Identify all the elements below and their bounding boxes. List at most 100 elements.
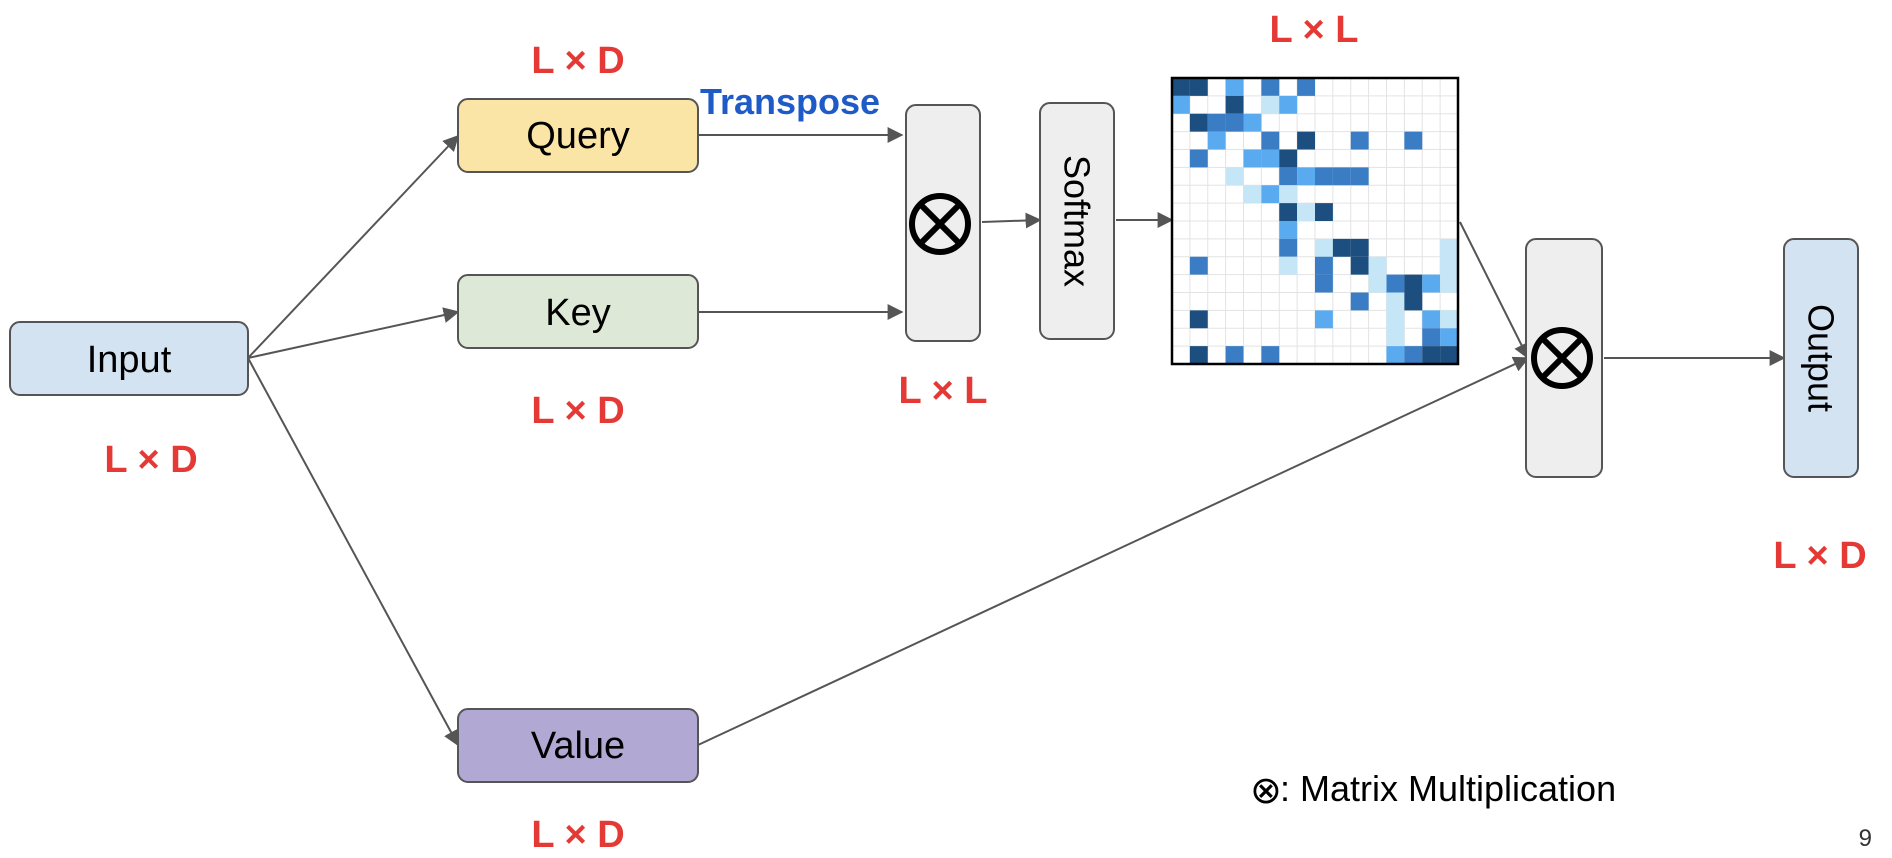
heatmap-cell [1368, 274, 1387, 293]
heatmap-cell [1189, 346, 1208, 364]
heatmap-cell [1189, 78, 1208, 96]
heatmap-cell [1386, 346, 1405, 364]
heatmap-cell [1225, 95, 1244, 114]
heatmap-cell [1261, 346, 1280, 364]
matmul-qk-node [905, 104, 981, 342]
arrow-matmul-to-softmax [981, 212, 1042, 229]
heatmap-cell [1279, 203, 1298, 221]
heatmap-cell [1315, 256, 1333, 275]
heatmap-cell [1315, 203, 1333, 221]
value-dimension: L × D [531, 814, 624, 856]
heatmap-cell [1404, 274, 1423, 293]
heatmap-cell [1243, 149, 1262, 168]
heatmap-cell [1440, 346, 1458, 364]
heatmap-cell [1332, 167, 1351, 186]
input-node: Input [9, 321, 249, 396]
key-dimension: L × D [531, 390, 624, 432]
heatmap-cell [1315, 238, 1333, 257]
input-label: Input [87, 339, 172, 381]
page-number: 9 [1859, 825, 1872, 852]
key-node: Key [457, 274, 699, 349]
heatmap-cell [1350, 131, 1369, 150]
heatmap-cell [1350, 238, 1369, 257]
matmul-qk-dimension: L × L [898, 370, 987, 412]
matrix-multiply-icon [909, 193, 971, 255]
value-label: Value [531, 725, 625, 767]
heatmap-cell [1279, 238, 1298, 257]
heatmap-cell [1386, 328, 1405, 347]
heatmap-cell [1422, 310, 1441, 329]
heatmap-cell [1440, 256, 1458, 275]
output-node: Output [1783, 238, 1859, 478]
heatmap-cell [1332, 238, 1351, 257]
heatmap-cell [1261, 131, 1280, 150]
heatmap-cell [1225, 113, 1244, 132]
heatmap-cell [1315, 310, 1333, 329]
heatmap-cell [1225, 78, 1244, 96]
heatmap-cell [1315, 274, 1333, 293]
heatmap-cell [1172, 78, 1190, 96]
heatmap-cell [1440, 274, 1458, 293]
heatmap-cell [1261, 78, 1280, 96]
heatmap-cell [1261, 185, 1280, 204]
heatmap-cell [1422, 346, 1441, 364]
heatmap-cell [1207, 131, 1226, 150]
query-node: Query [457, 98, 699, 173]
value-box [457, 708, 699, 783]
softmax-label: Softmax [1057, 155, 1098, 287]
transpose-label: Transpose [700, 81, 880, 122]
output-dimension: L × D [1773, 535, 1866, 577]
heatmap-cell [1422, 328, 1441, 347]
softmax-box [1039, 102, 1115, 340]
heatmap-cell [1350, 167, 1369, 186]
arrow-map-to-matmul2 [1459, 221, 1529, 360]
value-node: Value [457, 708, 699, 783]
arrow-input-to-value [247, 357, 459, 747]
query-dimension: L × D [531, 40, 624, 82]
heatmap-cell [1189, 113, 1208, 132]
matmul-av-node [1525, 238, 1603, 478]
heatmap-cell [1297, 78, 1315, 96]
legend-symbol: ⊗ [1250, 770, 1282, 812]
input-dimension: L × D [104, 439, 197, 481]
heatmap-cell [1279, 167, 1298, 186]
heatmap-cell [1189, 256, 1208, 275]
legend-text: : Matrix Multiplication [1280, 768, 1616, 809]
arrow-value-to-matmul2 [697, 356, 1530, 746]
query-label: Query [526, 115, 629, 157]
heatmap-cell [1297, 203, 1315, 221]
attention-heatmap [1170, 76, 1460, 366]
heatmap-cell [1368, 256, 1387, 275]
key-label: Key [545, 292, 610, 334]
heatmap-cell [1404, 346, 1423, 364]
heatmap-cell [1225, 346, 1244, 364]
query-box [457, 98, 699, 173]
heatmap-cell [1243, 113, 1262, 132]
output-box [1783, 238, 1859, 478]
attention-heatmap-cells [1172, 78, 1458, 364]
heatmap-cell [1404, 292, 1423, 311]
attention-heatmap-border [1170, 76, 1460, 366]
legend: ⊗ : Matrix Multiplication [1250, 768, 1616, 812]
heatmap-cell [1189, 310, 1208, 329]
connectors [247, 127, 1786, 747]
heatmap-cell [1386, 274, 1405, 293]
heatmap-cell [1350, 256, 1369, 275]
attention-map-dimension: L × L [1269, 9, 1358, 51]
arrow-input-to-key [247, 307, 460, 359]
heatmap-cell [1279, 185, 1298, 204]
heatmap-cell [1440, 328, 1458, 347]
heatmap-cell [1207, 113, 1226, 132]
heatmap-cell [1297, 131, 1315, 150]
heatmap-cell [1315, 167, 1333, 186]
heatmap-cell [1386, 310, 1405, 329]
arrow-input-to-query [247, 134, 460, 359]
key-box [457, 274, 699, 349]
heatmap-cell [1261, 149, 1280, 168]
heatmap-cell [1243, 185, 1262, 204]
heatmap-cell [1386, 292, 1405, 311]
heatmap-cell [1279, 221, 1298, 239]
softmax-node: Softmax [1039, 102, 1115, 340]
heatmap-cell [1172, 95, 1190, 114]
